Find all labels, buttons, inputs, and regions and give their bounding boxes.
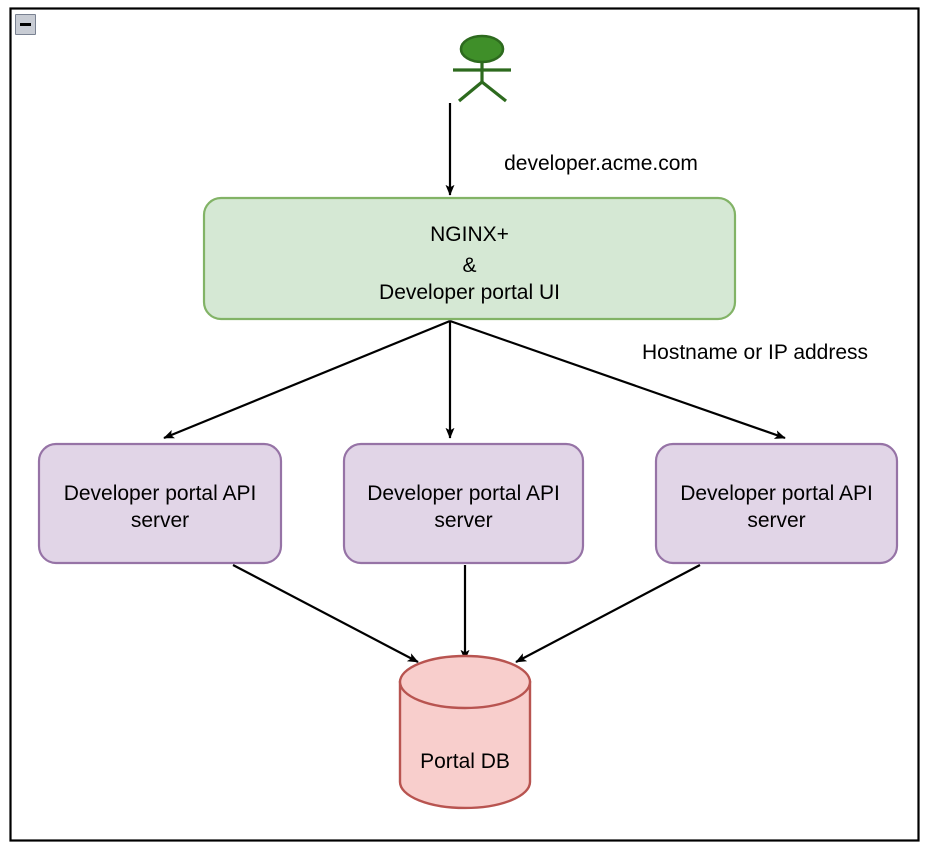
node-nginx-shape bbox=[202, 196, 737, 321]
node-api-server-1-shape bbox=[37, 442, 283, 565]
actor-head-icon bbox=[459, 34, 505, 64]
node-api-server-1[interactable]: Developer portal API server bbox=[37, 442, 283, 565]
node-api-server-1-label-line1: Developer portal API bbox=[64, 482, 257, 505]
node-nginx-label-line1: NGINX+ bbox=[430, 223, 509, 246]
edge-api-server-1-to-database bbox=[232, 564, 419, 663]
user-actor bbox=[453, 34, 511, 103]
edge-nginx-to-api-server-3 bbox=[449, 319, 786, 440]
edge-nginx-to-api-server-1 bbox=[163, 319, 451, 440]
node-api-server-3-label-line2: server bbox=[747, 509, 805, 532]
node-portal-database[interactable]: Portal DB bbox=[398, 654, 532, 810]
node-api-server-1-label-line2: server bbox=[131, 509, 189, 532]
node-api-server-3[interactable]: Developer portal API server bbox=[654, 442, 899, 565]
edge-api-server-3-to-database bbox=[515, 564, 701, 663]
node-api-server-3-shape bbox=[654, 442, 899, 565]
node-portal-database-top bbox=[398, 654, 532, 710]
node-portal-database-label: Portal DB bbox=[420, 750, 510, 773]
node-api-server-3-label-line1: Developer portal API bbox=[680, 482, 873, 505]
node-portal-database-body bbox=[398, 680, 532, 810]
edge-label-hostname-or-ip-address: Hostname or IP address bbox=[642, 341, 868, 364]
actor-right-leg-line bbox=[481, 80, 507, 103]
node-api-server-2-label-line2: server bbox=[434, 509, 492, 532]
node-api-server-2-label-line1: Developer portal API bbox=[367, 482, 560, 505]
node-api-server-2[interactable]: Developer portal API server bbox=[342, 442, 585, 565]
node-nginx-label-line2: & bbox=[462, 254, 476, 277]
actor-left-leg-line bbox=[457, 80, 484, 103]
edge-label-developer-acme-com: developer.acme.com bbox=[504, 152, 698, 175]
node-nginx-developer-portal-ui[interactable]: NGINX+ & Developer portal UI bbox=[202, 196, 737, 321]
node-nginx-label-line3: Developer portal UI bbox=[379, 281, 560, 304]
collapse-toggle-button[interactable] bbox=[15, 14, 36, 35]
minus-icon bbox=[20, 23, 31, 26]
node-api-server-2-shape bbox=[342, 442, 585, 565]
